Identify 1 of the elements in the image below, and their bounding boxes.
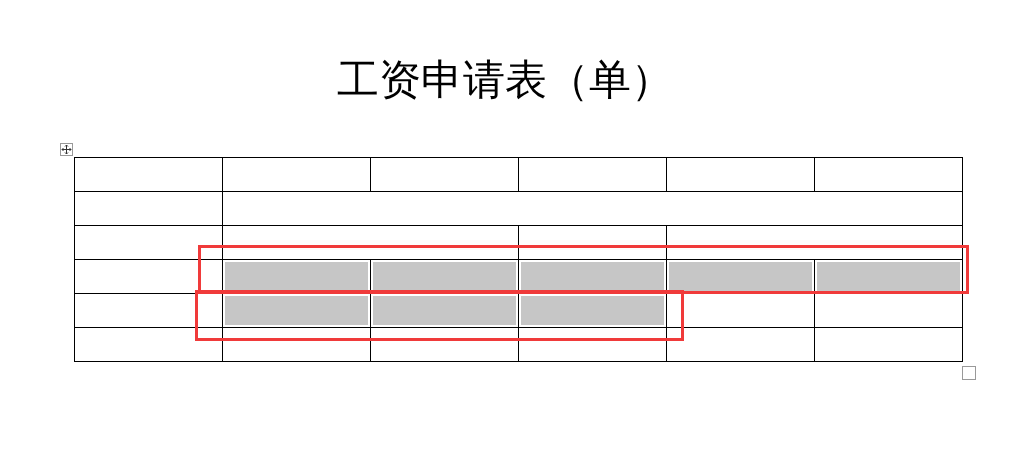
- title: 工资申请表（单）: [336, 54, 673, 106]
